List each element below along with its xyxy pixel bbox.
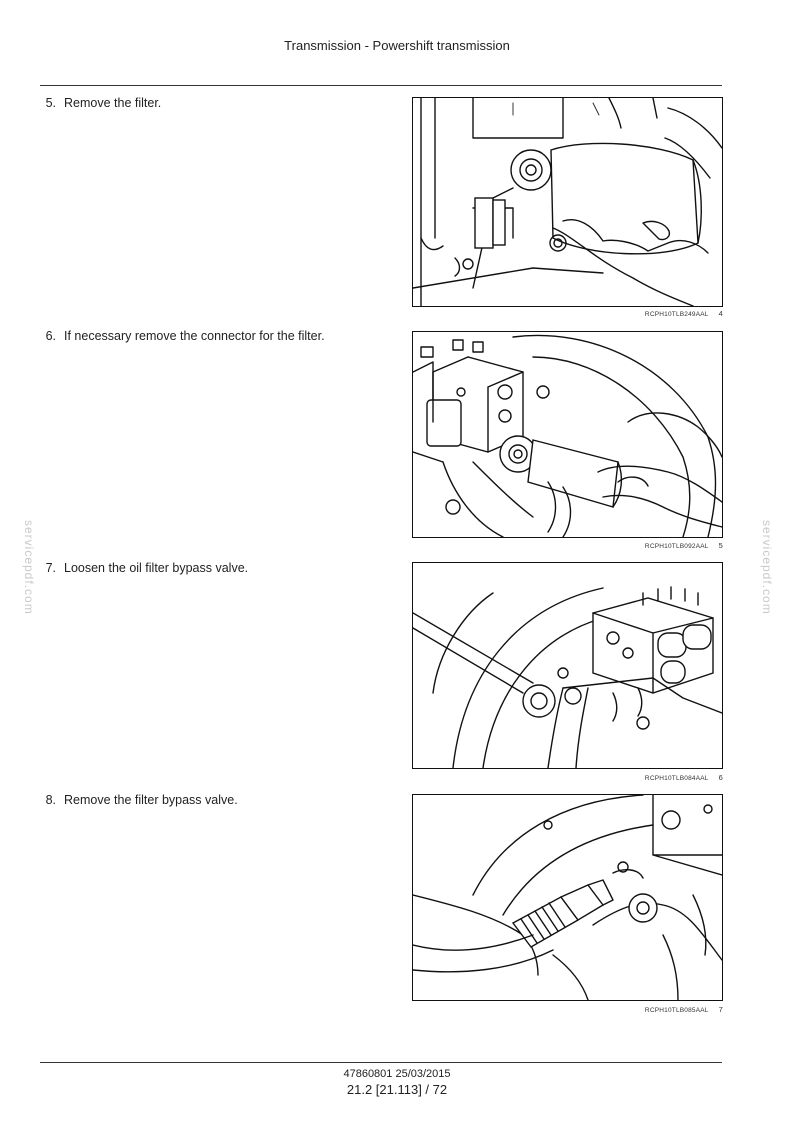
- figure-4-illustration: [412, 97, 723, 307]
- header-rule: [40, 85, 722, 86]
- figure-5-caption: RCPH10TLB092AAL 5: [412, 541, 723, 550]
- figure-5-illustration: [412, 331, 723, 538]
- figure-6-illustration: [412, 562, 723, 769]
- figure-number: 5: [718, 541, 723, 550]
- figure-code: RCPH10TLB084AAL: [644, 775, 709, 782]
- step-text: Loosen the oil filter bypass valve.: [64, 561, 249, 575]
- step-text: If necessary remove the connector for th…: [64, 329, 325, 343]
- step-number: 8.: [45, 793, 56, 807]
- step-number: 6.: [45, 329, 56, 343]
- figure-7-caption: RCPH10TLB085AAL 7: [412, 1005, 723, 1014]
- step-5: 5. Remove the filter.: [42, 96, 162, 110]
- step-number: 5.: [45, 96, 56, 110]
- watermark-left: servicepdf.com: [22, 520, 36, 615]
- figure-code: RCPH10TLB092AAL: [644, 543, 709, 550]
- figure-4-caption: RCPH10TLB249AAL 4: [412, 309, 723, 318]
- step-8: 8. Remove the filter bypass valve.: [42, 793, 238, 807]
- step-text: Remove the filter bypass valve.: [64, 793, 238, 807]
- footer-rule: [40, 1062, 722, 1063]
- footer-doc-ref: 47860801 25/03/2015: [343, 1068, 451, 1080]
- step-text: Remove the filter.: [64, 96, 162, 110]
- step-7: 7. Loosen the oil filter bypass valve.: [42, 561, 249, 575]
- watermark-right: servicepdf.com: [760, 520, 774, 615]
- figure-code: RCPH10TLB249AAL: [644, 311, 709, 318]
- step-6: 6. If necessary remove the connector for…: [42, 329, 325, 343]
- footer-page-number: 21.2 [21.113] / 72: [346, 1082, 448, 1097]
- step-number: 7.: [45, 561, 56, 575]
- figure-6-caption: RCPH10TLB084AAL 6: [412, 773, 723, 782]
- figure-number: 6: [718, 773, 723, 782]
- figure-number: 4: [718, 309, 723, 318]
- figure-number: 7: [718, 1005, 723, 1014]
- figure-code: RCPH10TLB085AAL: [644, 1007, 709, 1014]
- page-header-title: Transmission - Powershift transmission: [284, 38, 510, 53]
- figure-7-illustration: [412, 794, 723, 1001]
